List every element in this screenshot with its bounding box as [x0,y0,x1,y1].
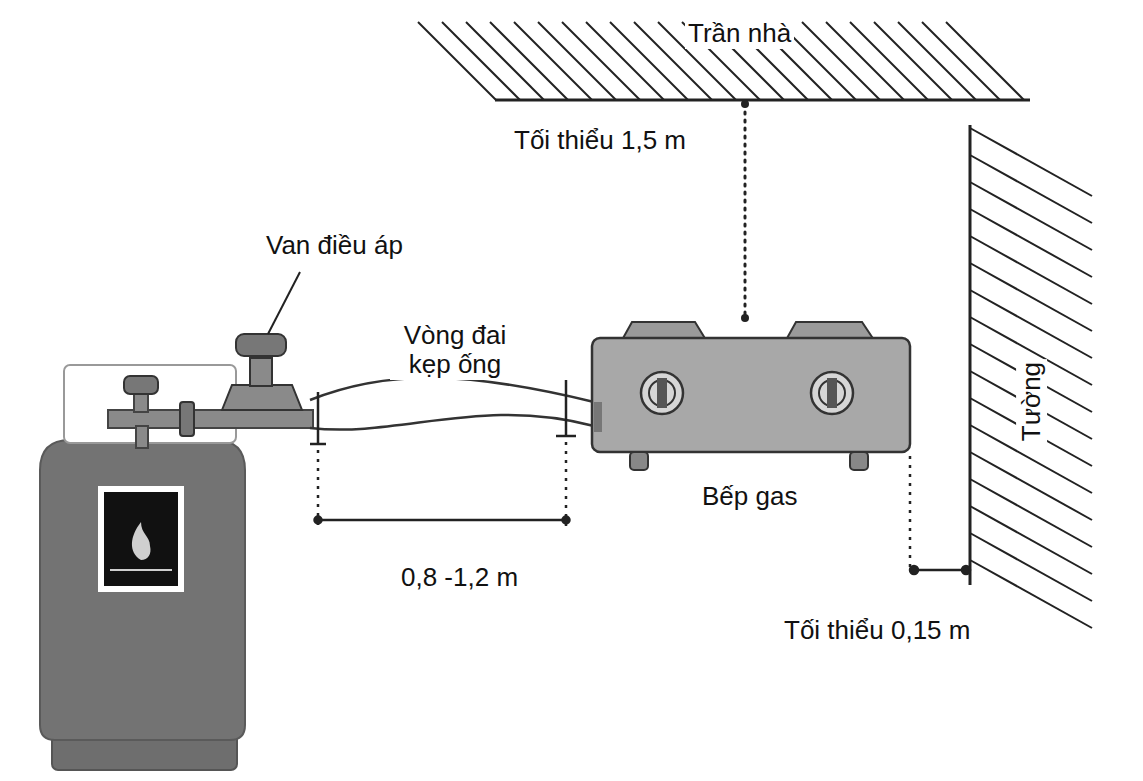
hatch-line [562,22,640,100]
hatch-line [922,22,1000,100]
hatch-line [970,506,1092,574]
hatch-line [466,22,544,100]
hatch-line [442,22,520,100]
hatch-line [970,479,1092,547]
ceiling-line [495,99,1030,102]
dimension-label: Tối thiểu 1,5 m [511,125,689,156]
part-label: Van điều áp [263,230,406,261]
dimension-dot [741,314,749,322]
dimension-dot [741,100,749,108]
hose-clamp [310,380,576,444]
regulator-valve [108,334,313,448]
hatch-line [898,22,976,100]
hatch-line [970,155,1092,223]
hatch-line [970,533,1092,601]
hatch-line [610,22,688,100]
part-label: Bếp gas [699,481,800,512]
hatch-line [970,263,1092,331]
hatch-line [970,290,1092,358]
gas-stove [592,322,910,470]
hose [310,378,594,430]
hatch-line [970,452,1092,520]
hatch-line [970,560,1092,628]
hatch-line [418,22,496,100]
hatch-line [970,128,1092,196]
dimension-label: 0,8 -1,2 m [398,562,521,593]
hatch-line [850,22,928,100]
hatch-line [970,182,1092,250]
dimension-line [315,442,570,530]
dimension-line [910,456,970,574]
hatch-line [538,22,616,100]
hatch-line [946,22,1024,100]
part-label: Vòng đai kẹp ống [390,320,520,380]
hatch-line [490,22,568,100]
hatch-line [586,22,664,100]
wall-line [969,125,972,585]
hatch-line [802,22,880,100]
hatch-line [970,236,1092,304]
ceiling-label: Trần nhà [685,18,794,49]
hatch-line [970,209,1092,277]
leader-line [268,272,300,334]
wall-label: Tường [1016,359,1047,444]
dimension-label: Tối thiểu 0,15 m [781,615,973,646]
dimension-line [744,104,747,318]
hatch-line [826,22,904,100]
hatch-line [874,22,952,100]
hatch-line [514,22,592,100]
